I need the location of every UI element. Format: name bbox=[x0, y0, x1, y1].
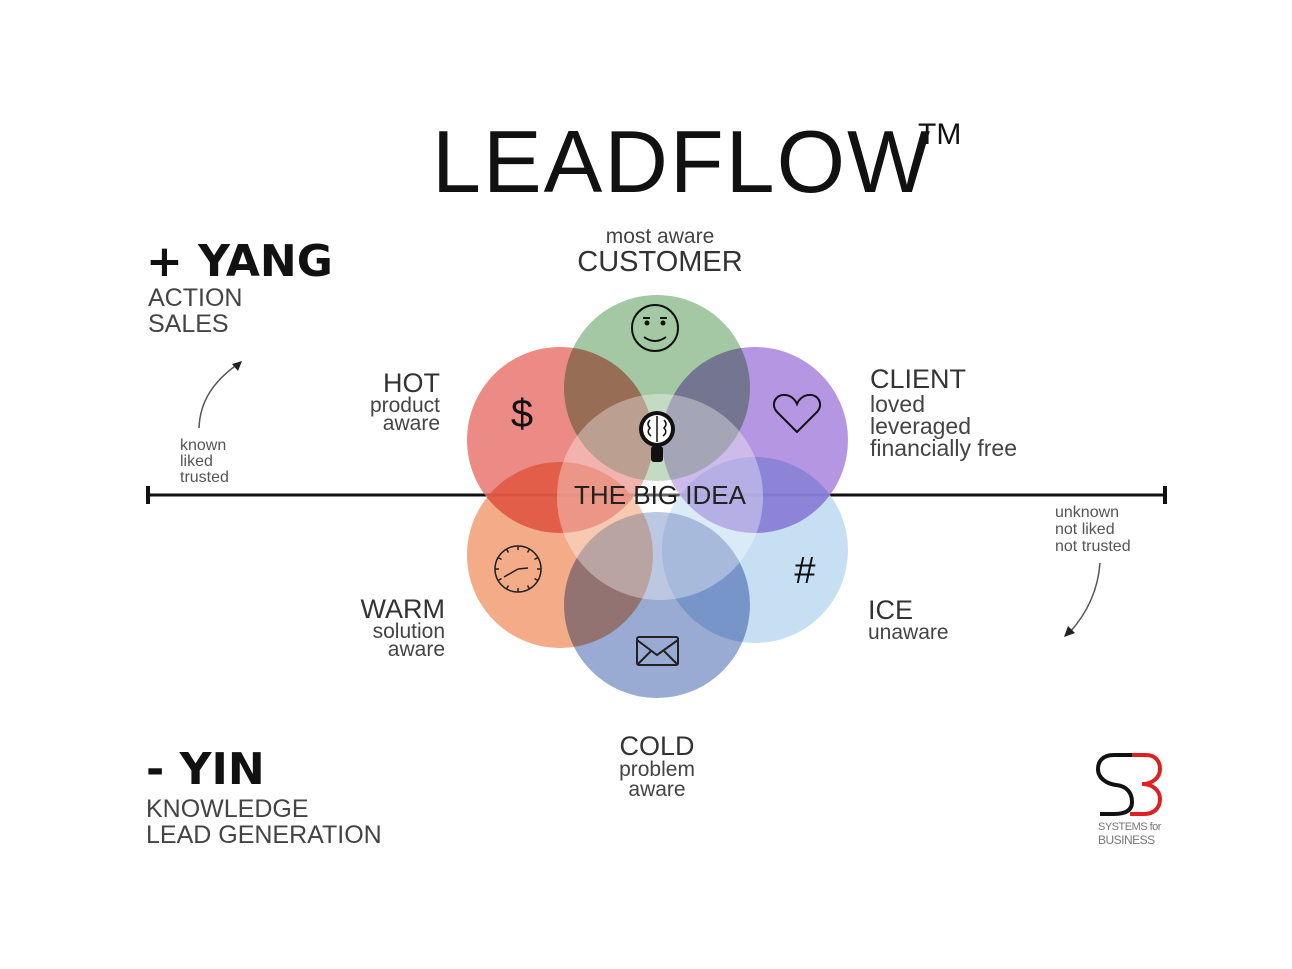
warm-head: WARM bbox=[360, 594, 445, 624]
logo: SYSTEMS for BUSINESS bbox=[1094, 752, 1164, 852]
warm-sub-solution: solution bbox=[372, 620, 445, 643]
yang-arrow bbox=[198, 363, 239, 429]
yin-note-not-liked: not liked bbox=[1055, 521, 1115, 538]
yin-note-unknown: unknown bbox=[1055, 504, 1120, 521]
clock-tick bbox=[534, 556, 539, 561]
clock-tick bbox=[526, 548, 531, 553]
circle-cold bbox=[564, 512, 750, 698]
clock-icon bbox=[494, 545, 542, 593]
logo-text-systems: SYSTEMS for bbox=[1098, 821, 1161, 833]
yin-note-not-trusted: not trusted bbox=[1055, 538, 1131, 555]
clock-tick bbox=[497, 577, 502, 582]
hot-head: HOT bbox=[383, 368, 440, 398]
heart-icon bbox=[773, 393, 821, 434]
client-sub-loved: loved bbox=[870, 391, 925, 417]
cold-sub-aware: aware bbox=[628, 778, 686, 801]
page-title: LEADFLOW bbox=[432, 112, 933, 211]
envelope-icon bbox=[636, 636, 679, 666]
warm-sub-aware: aware bbox=[387, 638, 445, 661]
ice-sub-unaware: unaware bbox=[868, 621, 949, 644]
cold-head: COLD bbox=[619, 731, 695, 761]
yin-line-lead-generation: LEAD GENERATION bbox=[146, 821, 382, 849]
yang-line-sales: SALES bbox=[148, 310, 229, 338]
clock-tick bbox=[497, 556, 502, 561]
yang-heading: + YANG bbox=[146, 236, 333, 287]
ice-head: ICE bbox=[868, 595, 914, 625]
yin-arrowhead-icon bbox=[1064, 626, 1075, 637]
yang-arrowhead-icon bbox=[232, 361, 242, 371]
logo-text-business: BUSINESS bbox=[1098, 833, 1155, 847]
customer-head: CUSTOMER bbox=[577, 246, 743, 278]
yang-line-action: ACTION bbox=[148, 284, 243, 312]
hashtag-icon: # bbox=[794, 550, 815, 592]
yin-line-knowledge: KNOWLEDGE bbox=[146, 795, 309, 823]
client-sub-leveraged: leveraged bbox=[870, 413, 972, 439]
yin-arrow bbox=[1069, 562, 1101, 633]
hot-sub-product: product bbox=[369, 394, 440, 417]
smiley-icon bbox=[631, 304, 679, 352]
customer-sub: most aware bbox=[605, 225, 715, 248]
big-idea-label: THE BIG IDEA bbox=[574, 480, 746, 510]
yang-note-liked: liked bbox=[180, 453, 213, 470]
clock-tick bbox=[505, 548, 510, 553]
circle-big-idea bbox=[557, 394, 763, 600]
trademark-symbol: TM bbox=[918, 118, 962, 151]
yang-note-trusted: trusted bbox=[180, 469, 229, 486]
dollar-icon: $ bbox=[511, 392, 533, 436]
clock-tick bbox=[505, 585, 510, 590]
brain-lightbulb-icon bbox=[639, 411, 675, 462]
clock-tick bbox=[534, 577, 539, 582]
sb-logo-mark-icon bbox=[1095, 753, 1163, 816]
client-sub-financially-free: financially free bbox=[870, 435, 1018, 461]
yang-note-known: known bbox=[180, 437, 227, 454]
hot-sub-aware: aware bbox=[382, 412, 440, 435]
clock-tick bbox=[526, 585, 531, 590]
client-head: CLIENT bbox=[870, 364, 967, 394]
cold-sub-problem: problem bbox=[619, 758, 695, 781]
yin-heading: - YIN bbox=[146, 744, 265, 795]
